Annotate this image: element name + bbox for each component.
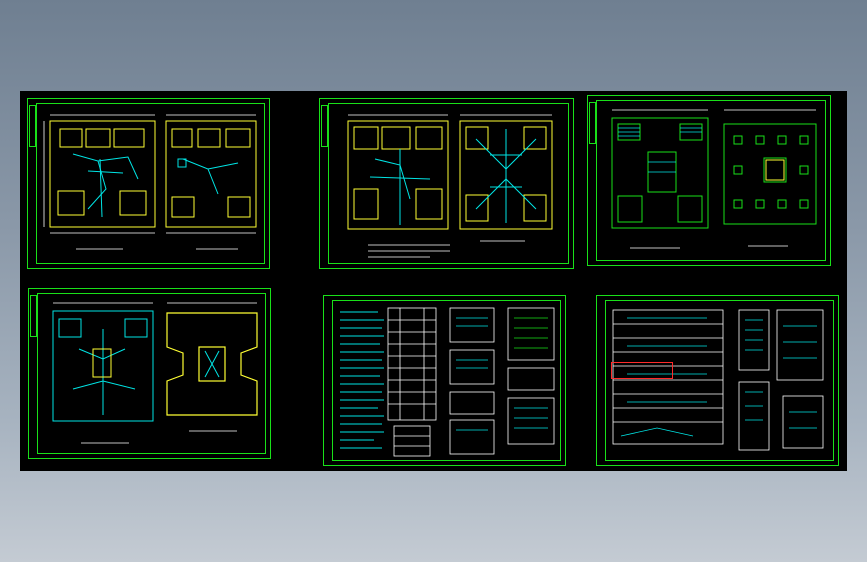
drawing-sheet-3[interactable] xyxy=(587,95,831,266)
sheet-1-border xyxy=(36,103,265,264)
sheet-3-plan xyxy=(611,117,709,229)
cad-model-space[interactable] xyxy=(20,91,847,471)
sheet-3-drawing xyxy=(611,109,817,249)
drawing-sheet-6[interactable] xyxy=(596,295,839,466)
sheet-2-side-strip xyxy=(321,105,328,147)
sheet-4-plan-right xyxy=(166,312,258,416)
sheet-5-legend-table xyxy=(387,307,437,457)
drawing-sheet-4[interactable] xyxy=(28,288,271,459)
drawing-sheet-1[interactable] xyxy=(27,98,270,269)
sheet-2-drawing xyxy=(347,114,553,258)
sheet-2-plan-left xyxy=(347,120,449,230)
sheet-2-plan-right xyxy=(459,120,553,230)
sheet-3-foundation xyxy=(723,123,817,225)
drawing-sheet-2[interactable] xyxy=(319,98,574,269)
sheet-6-riser-diagram xyxy=(612,309,724,445)
sheet-6-distribution-boxes xyxy=(738,309,824,451)
sheet-5-drawing xyxy=(340,307,555,457)
sheet-4-drawing xyxy=(52,302,258,444)
sheet-6-drawing xyxy=(612,309,824,451)
sheet-4-plan-left xyxy=(52,310,154,422)
sheet-2-border xyxy=(328,103,569,264)
sheet-1-plan-right xyxy=(165,120,257,228)
sheet-5-notes xyxy=(340,311,384,449)
sheet-4-side-strip xyxy=(30,295,37,337)
title-stamp xyxy=(611,362,673,379)
sheet-1-plan-left xyxy=(49,120,156,228)
sheet-5-panel-diagrams xyxy=(449,307,555,455)
sheet-1-drawing xyxy=(43,114,257,250)
sheet-5-border xyxy=(332,300,561,461)
sheet-1-side-strip xyxy=(29,105,36,147)
sheet-4-border xyxy=(37,293,266,454)
sheet-3-border xyxy=(596,100,826,261)
drawing-sheet-5[interactable] xyxy=(323,295,566,466)
sheet-3-side-strip xyxy=(589,102,596,144)
sheet-6-border xyxy=(605,300,834,461)
